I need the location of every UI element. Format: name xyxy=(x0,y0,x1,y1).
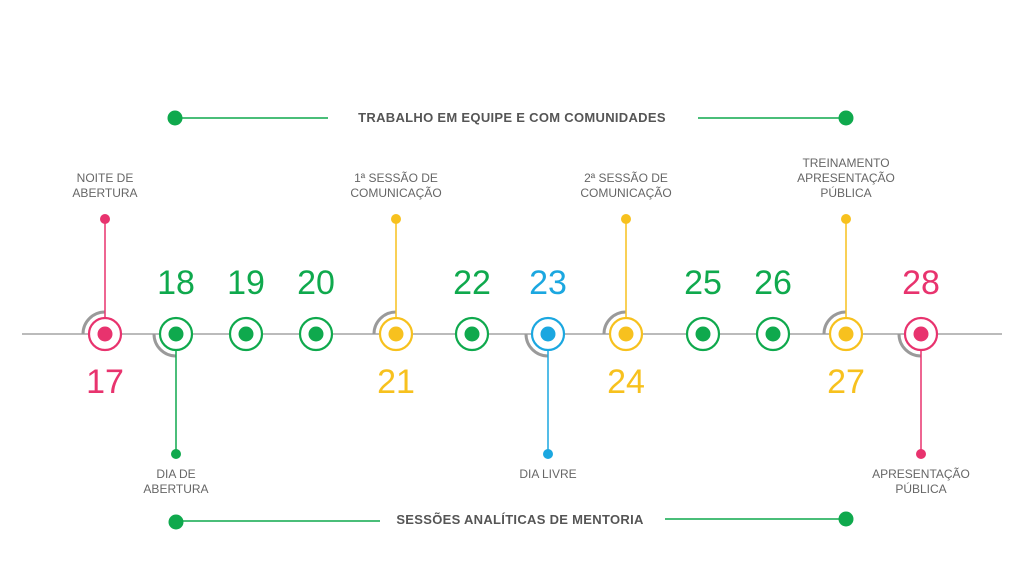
day-number-26: 26 xyxy=(754,264,792,302)
day-node-28 xyxy=(897,316,939,459)
day-node-24 xyxy=(602,214,644,352)
node-arc xyxy=(152,333,177,358)
connector-dot xyxy=(916,449,926,459)
day-number-24: 24 xyxy=(607,363,645,401)
node-dot xyxy=(97,326,113,342)
day-label-line: NOITE DE xyxy=(76,171,134,185)
node-dot xyxy=(838,326,854,342)
connector-dot xyxy=(171,449,181,459)
day-node-23 xyxy=(524,316,566,459)
day-number-19: 19 xyxy=(227,264,265,302)
node-dot xyxy=(238,326,254,342)
day-label-line: PÚBLICA xyxy=(820,186,872,200)
day-label-line: 2ª SESSÃO DE xyxy=(584,171,668,185)
day-label-23: DIA LIVRE xyxy=(519,467,576,482)
day-node-22 xyxy=(454,316,490,352)
day-label-line: TREINAMENTO xyxy=(802,156,890,170)
connector-dot xyxy=(543,449,553,459)
day-number-21: 21 xyxy=(377,363,415,401)
top-banner-title: TRABALHO EM EQUIPE E COM COMUNIDADES xyxy=(358,110,666,125)
node-arc xyxy=(372,310,397,335)
day-node-20 xyxy=(298,316,334,352)
top-banner-dot-right xyxy=(838,110,854,126)
day-label-line: DIA DE xyxy=(156,467,196,481)
node-dot xyxy=(913,326,929,342)
day-node-19 xyxy=(228,316,264,352)
node-arc xyxy=(524,333,549,358)
node-arc xyxy=(81,310,106,335)
day-number-20: 20 xyxy=(297,264,335,302)
day-label-line: COMUNICAÇÃO xyxy=(580,186,672,200)
bottom-banner-title: SESSÕES ANALÍTICAS DE MENTORIA xyxy=(396,512,644,527)
day-node-26 xyxy=(755,316,791,352)
day-label-line: DIA LIVRE xyxy=(519,467,577,481)
day-node-18 xyxy=(152,316,194,459)
node-arc xyxy=(897,333,922,358)
node-dot xyxy=(695,326,711,342)
day-number-17: 17 xyxy=(86,363,124,401)
node-dot xyxy=(464,326,480,342)
day-label-line: PÚBLICA xyxy=(895,482,947,496)
day-label-line: COMUNICAÇÃO xyxy=(350,186,442,200)
bottom-banner-dot-right xyxy=(838,511,854,527)
day-number-27: 27 xyxy=(827,363,865,401)
node-dot xyxy=(765,326,781,342)
connector-dot xyxy=(100,214,110,224)
day-node-17 xyxy=(81,214,123,352)
node-dot xyxy=(388,326,404,342)
day-label-line: APRESENTAÇÃO xyxy=(797,171,895,185)
connector-dot xyxy=(391,214,401,224)
day-label-line: APRESENTAÇÃO xyxy=(872,467,970,481)
day-node-27 xyxy=(822,214,864,352)
day-label-line: ABERTURA xyxy=(72,186,138,200)
node-dot xyxy=(618,326,634,342)
day-number-25: 25 xyxy=(684,264,722,302)
day-number-18: 18 xyxy=(157,264,195,302)
day-node-25 xyxy=(685,316,721,352)
day-number-28: 28 xyxy=(902,264,940,302)
node-arc xyxy=(602,310,627,335)
node-dot xyxy=(540,326,556,342)
node-dot xyxy=(308,326,324,342)
bottom-banner-dot-left xyxy=(168,514,184,530)
node-dot xyxy=(168,326,184,342)
node-arc xyxy=(822,310,847,335)
day-node-21 xyxy=(372,214,414,352)
day-label-line: 1ª SESSÃO DE xyxy=(354,171,438,185)
top-banner-dot-left xyxy=(167,110,183,126)
day-number-22: 22 xyxy=(453,264,491,302)
connector-dot xyxy=(621,214,631,224)
day-label-line: ABERTURA xyxy=(143,482,209,496)
connector-dot xyxy=(841,214,851,224)
day-number-23: 23 xyxy=(529,264,567,302)
